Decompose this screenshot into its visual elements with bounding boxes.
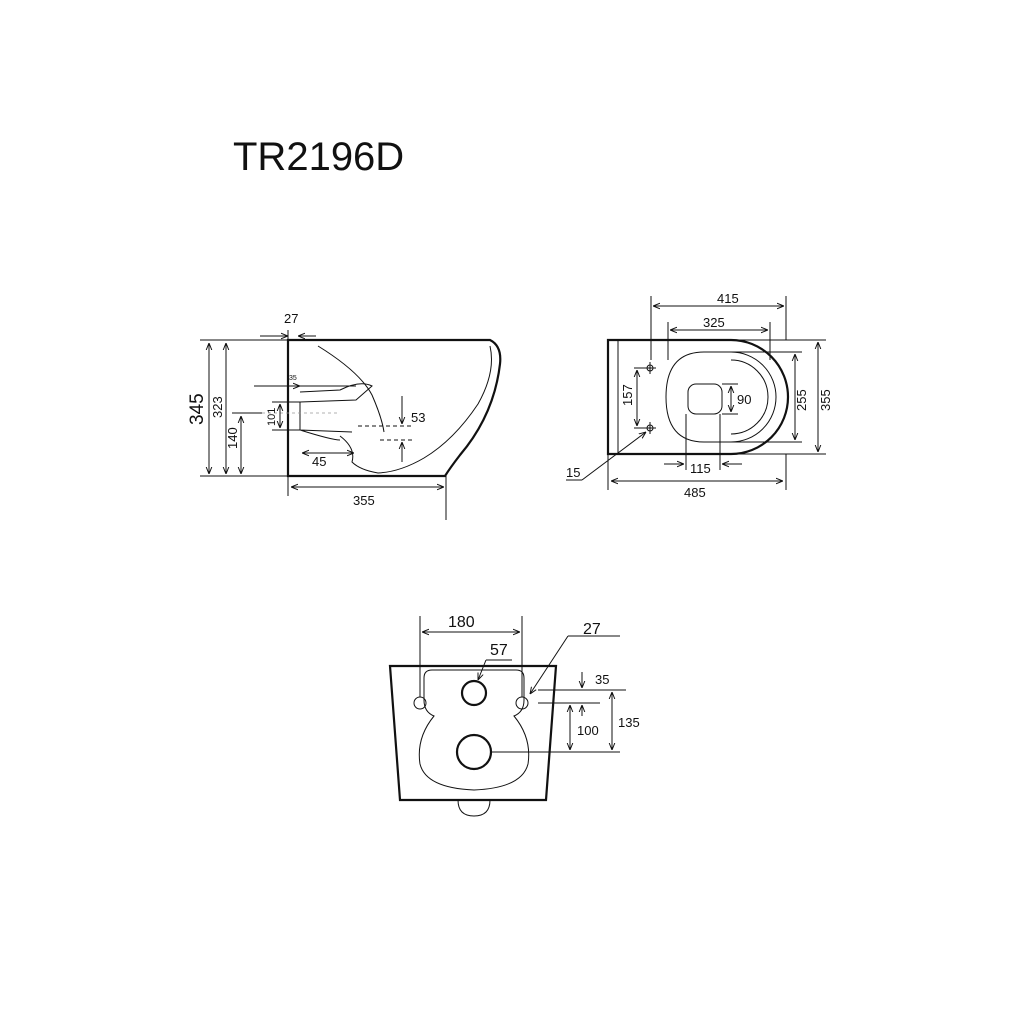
side-view-rim xyxy=(299,383,373,403)
dim-inlet-dia: 57 xyxy=(490,642,508,659)
top-view-water-spot xyxy=(687,383,723,415)
top-view-wall-edge xyxy=(607,339,619,454)
dim-inlet-offset: 35 xyxy=(289,375,297,382)
top-view-outline xyxy=(606,338,790,456)
back-view: 180 57 27 35 100 135 xyxy=(388,614,640,817)
back-view-outlet xyxy=(455,733,493,771)
dim-seat-opening: 90 xyxy=(737,392,751,407)
dim-outlet-height: 140 xyxy=(225,427,240,449)
dim-bowl-inner: 325 xyxy=(703,315,725,330)
dim-outlet-dia: 101 xyxy=(266,408,278,426)
dim-outer-width: 355 xyxy=(818,389,833,411)
dim-overall-height: 345 xyxy=(187,393,208,425)
dim-top-offset: 35 xyxy=(595,672,609,687)
back-view-recess xyxy=(418,669,530,791)
side-view-bowl-front-curve xyxy=(339,345,492,474)
dim-outlet-depth: 45 xyxy=(312,454,326,469)
top-view-seat-inner xyxy=(730,359,769,435)
side-view-bowl-curve xyxy=(317,345,385,433)
top-view: 415 325 157 15 90 255 355 xyxy=(566,291,833,500)
dim-bolt-dia: 27 xyxy=(583,621,601,638)
dim-overall-length: 485 xyxy=(684,485,706,500)
dim-flange: 27 xyxy=(284,311,298,326)
top-view-seat xyxy=(665,351,777,443)
side-view-outlet xyxy=(299,402,353,441)
dim-inner-width: 255 xyxy=(794,389,809,411)
side-view-body-outline xyxy=(286,338,502,478)
model-title: TR2196D xyxy=(233,135,404,179)
back-view-bolt-right xyxy=(515,696,529,710)
dim-bolt-spacing: 180 xyxy=(448,614,475,631)
dim-rim-width: 115 xyxy=(690,461,711,476)
back-view-bulge xyxy=(457,799,491,817)
dim-hole-dia: 15 xyxy=(566,465,580,480)
dim-top-to-outlet: 135 xyxy=(618,715,640,730)
dim-depth: 355 xyxy=(353,493,375,508)
dim-bowl-outer: 415 xyxy=(717,291,739,306)
back-view-inlet xyxy=(460,679,488,707)
side-view: 27 35 345 323 140 101 45 53 35 xyxy=(187,311,502,520)
dim-hole-spacing: 157 xyxy=(620,384,635,406)
dim-waste-drop: 53 xyxy=(411,410,425,425)
back-view-outline xyxy=(388,664,558,802)
dim-inner-height: 323 xyxy=(210,396,225,418)
dim-bolt-to-outlet: 100 xyxy=(577,723,599,738)
